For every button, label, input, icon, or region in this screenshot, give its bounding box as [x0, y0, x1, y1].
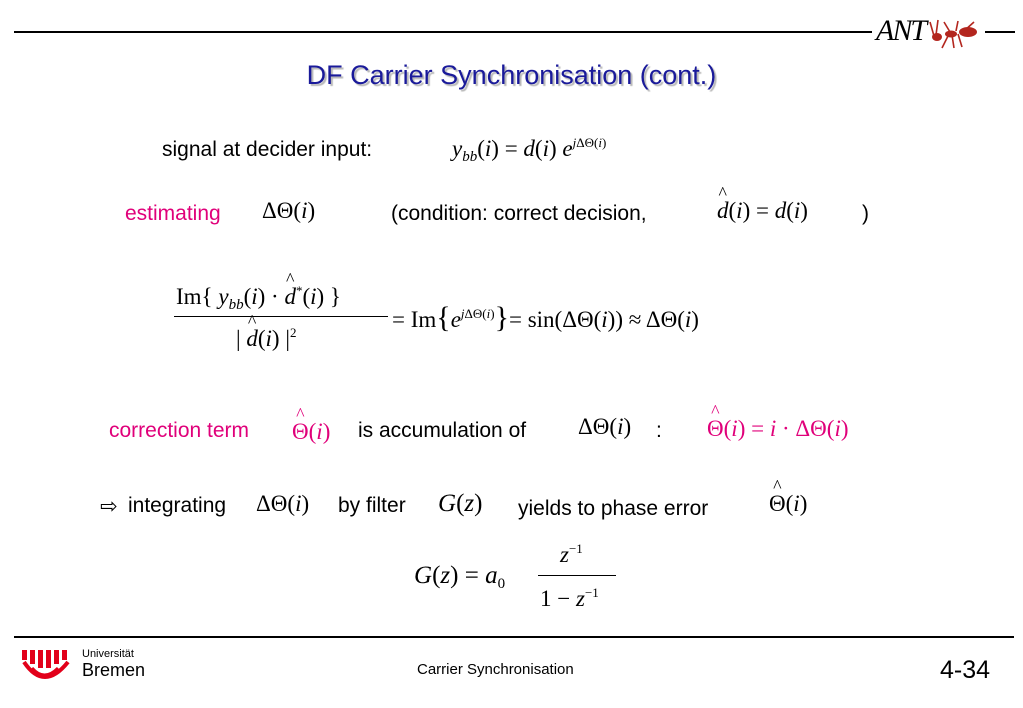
accumulation-equation: Θ(i) = i · ΔΘ(i) — [707, 416, 849, 442]
footer-rule — [14, 636, 1014, 638]
footer-center-text: Carrier Synchronisation — [417, 661, 574, 678]
condition-label: (condition: correct decision, — [391, 202, 647, 225]
accumulation-colon: : — [656, 419, 662, 442]
accumulation-symbol: ΔΘ(i) — [578, 414, 632, 439]
condition-close: ) — [862, 202, 869, 225]
estimating-label: estimating — [125, 202, 221, 225]
slide-title: DF Carrier Synchronisation (cont.) — [306, 60, 717, 90]
fraction-numerator: Im{ ybb(i) · d*(i) } — [176, 283, 341, 314]
integrating-label: integrating — [128, 494, 227, 517]
accumulation-label: is accumulation of — [358, 419, 527, 442]
filter-fraction-bar — [538, 575, 616, 576]
phase-error-symbol: Θ(i) — [769, 491, 807, 517]
fraction-bar — [174, 316, 388, 317]
header-rule-left — [14, 31, 872, 33]
filter-denominator: 1 − z−1 — [540, 585, 599, 611]
fraction-denominator: | d(i) |2 — [236, 325, 296, 352]
filter-symbol: G(z) — [438, 490, 483, 517]
ant-logo: ANT — [872, 12, 984, 52]
condition-equation: d(i) = d(i) — [717, 198, 808, 224]
arrow-icon: ⇨ — [100, 495, 118, 518]
signal-label: signal at decider input: — [162, 138, 373, 161]
university-name-line1: Universität — [82, 648, 134, 660]
main-equation-rhs: = Im{ejΔΘ(i)}= sin(ΔΘ(i)) ≈ ΔΘ(i) — [392, 301, 699, 334]
signal-equation: ybb(i) = d(i) ejΔΘ(i) — [452, 135, 607, 165]
header-rule-right — [985, 31, 1015, 33]
filter-numerator: z−1 — [560, 541, 583, 567]
page-number: 4-34 — [940, 656, 991, 684]
filter-label: by filter — [338, 494, 406, 517]
estimating-symbol: ΔΘ(i) — [262, 198, 316, 223]
yields-label: yields to phase error — [518, 497, 709, 520]
filter-equation-lhs: G(z) = a0 — [414, 562, 506, 592]
correction-symbol: Θ(i) — [292, 419, 330, 445]
university-logo-icon — [22, 650, 70, 679]
integrating-symbol: ΔΘ(i) — [256, 491, 310, 516]
university-name-line2: Bremen — [82, 660, 146, 680]
ant-icon — [929, 19, 977, 49]
correction-label: correction term — [109, 419, 250, 442]
ant-logo-text: ANT — [876, 14, 927, 47]
